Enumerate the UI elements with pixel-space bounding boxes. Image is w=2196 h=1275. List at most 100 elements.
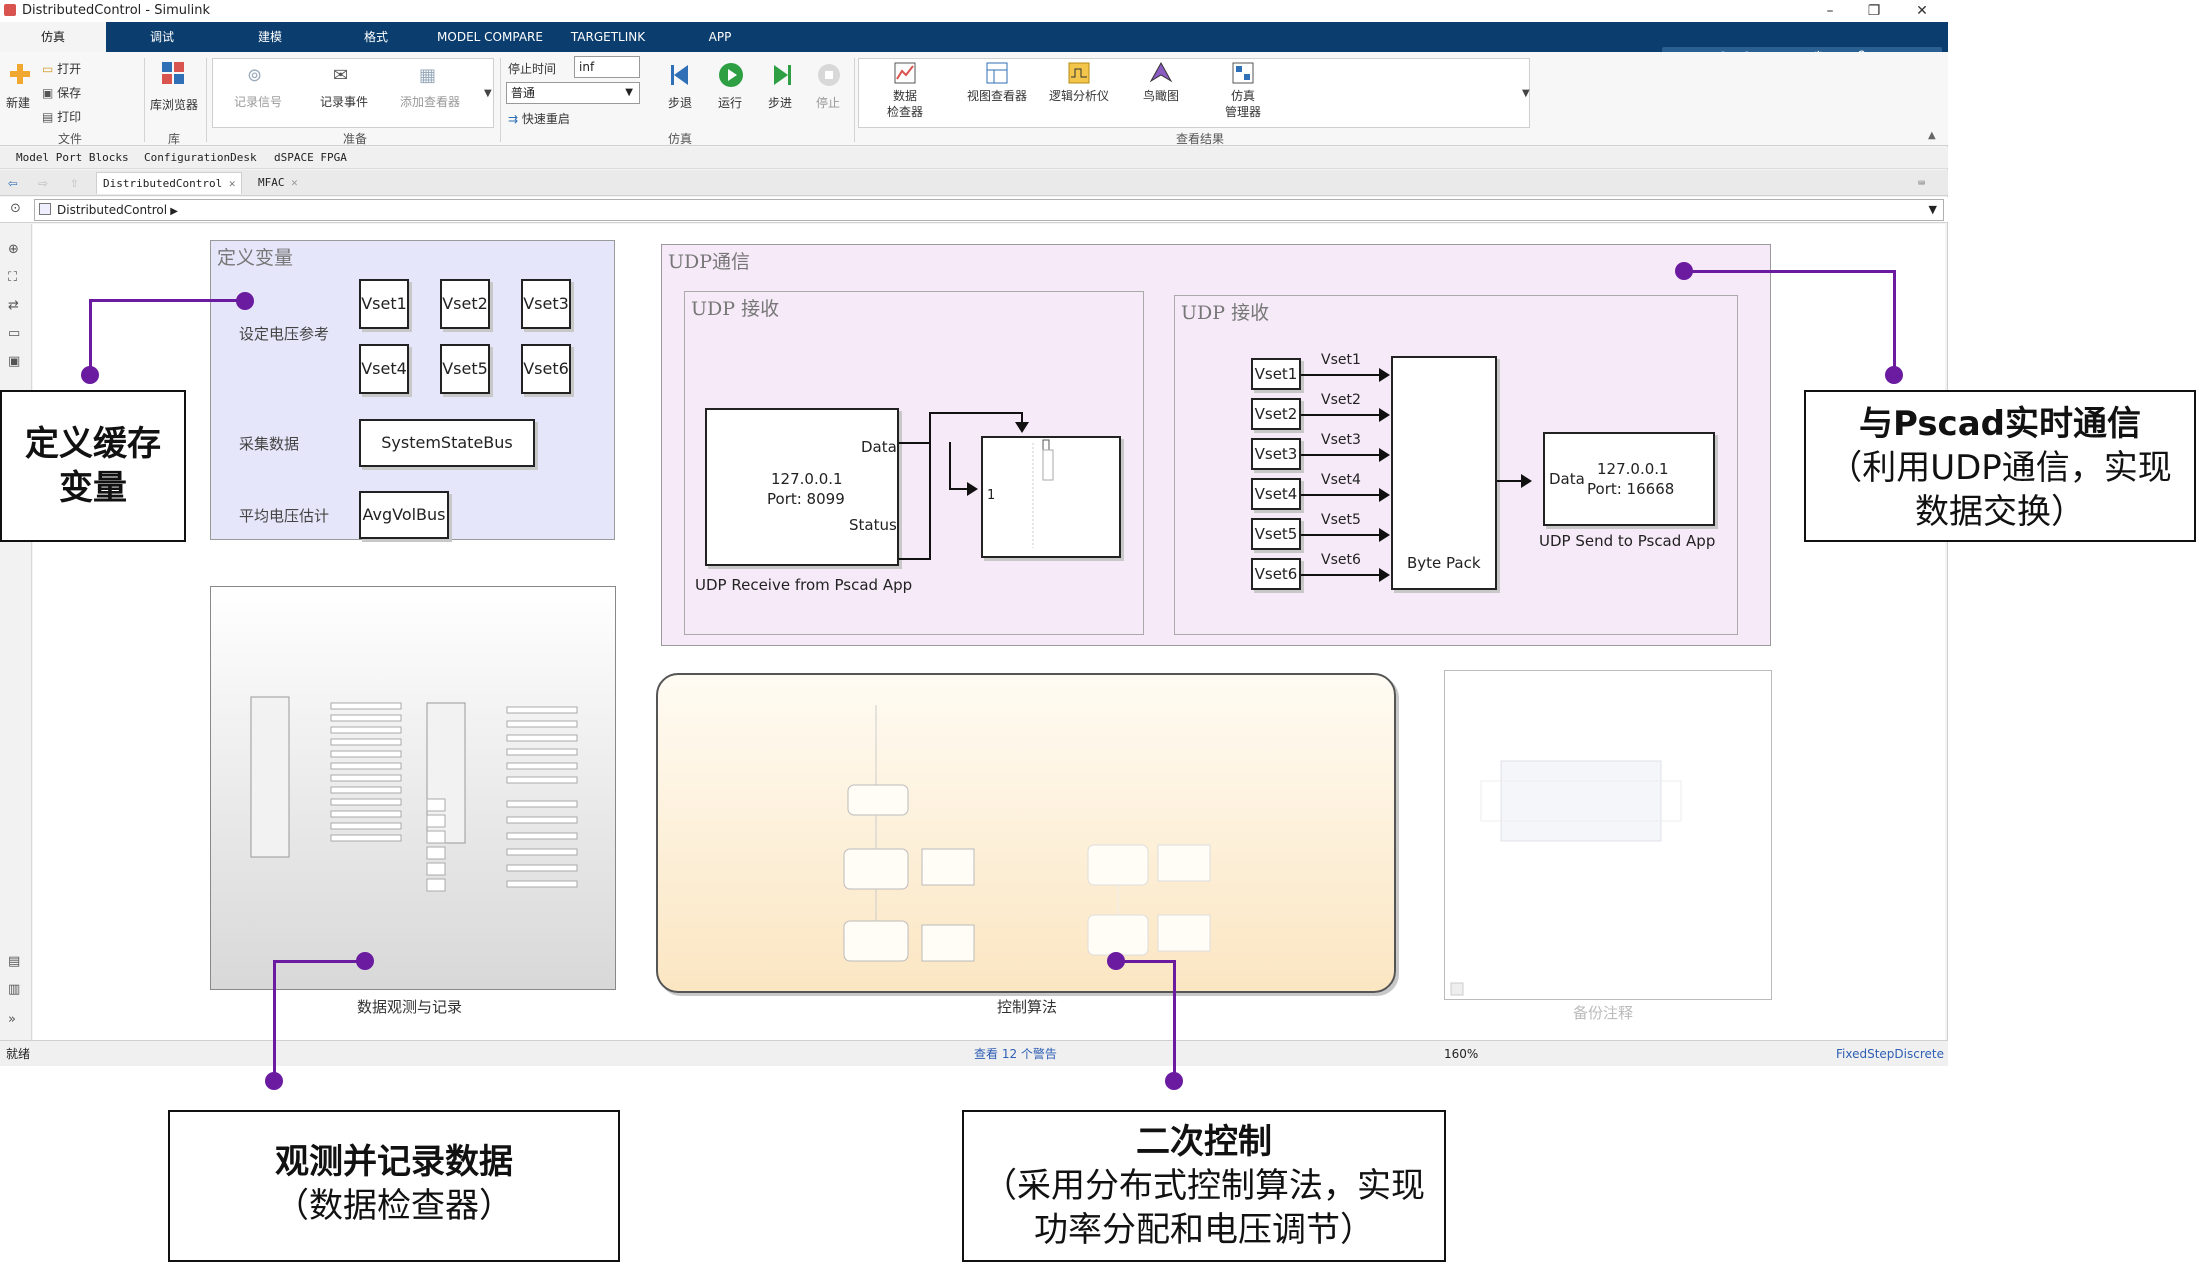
open-button[interactable]: ▭ 打开	[42, 62, 82, 76]
back-arrow-icon[interactable]: ⇦	[8, 173, 18, 192]
block-vset1-const[interactable]: Vset1	[1251, 358, 1301, 390]
property-icon[interactable]: ▥	[8, 982, 21, 997]
area-udp-receive-2[interactable]: UDP 接收 Vset1 Vset2 Vset3 Vset4 Vset5 Vse…	[1174, 295, 1738, 635]
stop-icon[interactable]	[816, 62, 842, 88]
stop-time-input[interactable]: inf	[574, 56, 640, 78]
lib-tab-configurationdesk[interactable]: ConfigurationDesk	[144, 151, 257, 164]
add-viewer-icon[interactable]: ▦	[419, 65, 437, 86]
block-vset6[interactable]: Vset6	[521, 344, 571, 394]
model-canvas[interactable]: 定义变量 设定电压参考 Vset1 Vset2 Vset3 Vset4 Vset…	[33, 224, 1945, 1040]
save-button[interactable]: ▣ 保存	[42, 86, 82, 100]
block-vset4[interactable]: Vset4	[359, 344, 409, 394]
collapse-ribbon-icon[interactable]: ▲	[1928, 130, 1936, 141]
signal-line[interactable]	[1497, 480, 1525, 482]
tab-model-compare[interactable]: MODEL COMPARE	[437, 30, 543, 44]
block-scope[interactable]: 1	[981, 436, 1121, 558]
block-byte-pack[interactable]: Byte Pack	[1391, 356, 1497, 590]
viewer-manager-icon[interactable]	[985, 61, 1009, 85]
warnings-link[interactable]: 查看 12 个警告	[974, 1047, 1057, 1061]
forward-arrow-icon[interactable]: ⇨	[38, 173, 48, 192]
block-vset2[interactable]: Vset2	[440, 279, 490, 329]
zoom-level[interactable]: 160%	[1444, 1047, 1479, 1061]
vset-wire[interactable]	[1301, 454, 1381, 456]
print-button[interactable]: ▤ 打印	[42, 110, 82, 124]
signal-line[interactable]	[929, 412, 1021, 414]
step-forward-icon[interactable]	[768, 62, 794, 88]
sim-manager-icon[interactable]	[1231, 61, 1255, 85]
minimize-button[interactable]: –	[1826, 3, 1834, 19]
area-udp-receive-1[interactable]: UDP 接收 127.0.0.1 Port: 8099 Data Status …	[684, 291, 1144, 635]
restore-button[interactable]: ❐	[1867, 3, 1881, 19]
breadcrumb[interactable]: DistributedControl ▶ ▼	[34, 199, 1944, 221]
zoom-icon[interactable]: ⊕	[8, 242, 19, 257]
signal-line[interactable]	[949, 488, 969, 490]
step-back-icon[interactable]	[668, 62, 694, 88]
fast-restart-button[interactable]: ⇉ 快速重启	[508, 112, 570, 126]
tab-distributedcontrol[interactable]: DistributedControl ✕	[96, 172, 243, 194]
close-tab-icon[interactable]: ✕	[228, 177, 236, 190]
data-inspector-icon[interactable]	[893, 61, 917, 85]
up-arrow-icon[interactable]: ⇧	[70, 175, 79, 191]
tab-debug[interactable]: 调试	[149, 30, 174, 44]
block-vset4-const[interactable]: Vset4	[1251, 478, 1301, 510]
block-vset3-const[interactable]: Vset3	[1251, 438, 1301, 470]
tab-targetlink[interactable]: TARGETLINK	[570, 30, 646, 44]
block-udp-send[interactable]: 127.0.0.1 Port: 16668 Data	[1543, 432, 1715, 526]
image-icon[interactable]: ▣	[8, 354, 21, 369]
library-browser-icon[interactable]	[160, 60, 186, 86]
subsystem-backup-notes[interactable]	[1444, 670, 1772, 1000]
block-vset5-const[interactable]: Vset5	[1251, 518, 1301, 550]
tab-app[interactable]: APP	[708, 30, 732, 44]
tab-modeling[interactable]: 建模	[257, 30, 282, 44]
run-icon[interactable]	[718, 62, 744, 88]
subsystem-control-algorithm[interactable]	[656, 673, 1396, 993]
callout-cache-variables-line1: 定义缓存	[25, 424, 161, 464]
lib-tab-dspace-fpga[interactable]: dSPACE FPGA	[274, 151, 347, 164]
solver-link[interactable]: FixedStepDiscrete	[1836, 1047, 1944, 1061]
new-model-icon[interactable]	[8, 62, 32, 86]
birds-eye-icon[interactable]	[1149, 61, 1173, 85]
hide-browser-icon[interactable]: ⊙	[10, 201, 21, 216]
prepare-expand-icon[interactable]: ▼	[484, 88, 492, 99]
tab-simulation[interactable]: 仿真	[0, 22, 106, 52]
udp-send-port: Port: 16668	[1587, 480, 1675, 498]
chevron-down-icon[interactable]: ▼	[1928, 203, 1937, 216]
annotation-icon[interactable]: ▭	[8, 326, 21, 341]
block-vset6-const[interactable]: Vset6	[1251, 558, 1301, 590]
block-vset1[interactable]: Vset1	[359, 279, 409, 329]
block-vset2-const[interactable]: Vset2	[1251, 398, 1301, 430]
area-udp-communication[interactable]: UDP通信 UDP 接收 127.0.0.1 Port: 8099 Data S…	[661, 244, 1771, 646]
block-vset3[interactable]: Vset3	[521, 279, 571, 329]
vset-wire[interactable]	[1301, 534, 1381, 536]
lib-tab-model-port-blocks[interactable]: Model Port Blocks	[16, 151, 129, 164]
keyboard-icon[interactable]: ⌨	[1918, 176, 1926, 190]
logic-analyzer-icon[interactable]	[1067, 61, 1091, 85]
expand-palette-icon[interactable]: »	[8, 1012, 16, 1027]
vset-wire[interactable]	[1301, 494, 1381, 496]
block-udp-receive[interactable]: 127.0.0.1 Port: 8099 Data Status	[705, 408, 899, 566]
close-tab-icon[interactable]: ✕	[291, 176, 298, 189]
explorer-icon[interactable]: ▤	[8, 954, 21, 969]
area-define-variables[interactable]: 定义变量 设定电压参考 Vset1 Vset2 Vset3 Vset4 Vset…	[210, 240, 615, 540]
review-expand-icon[interactable]: ▼	[1522, 88, 1530, 99]
signal-line[interactable]	[899, 558, 931, 560]
tab-format[interactable]: 格式	[363, 30, 388, 44]
signal-line[interactable]	[949, 442, 951, 488]
tab-mfac[interactable]: MFAC ✕	[258, 176, 298, 189]
record-signal-icon[interactable]: ⊚	[247, 65, 263, 86]
fit-view-icon[interactable]: ⛶	[8, 270, 18, 285]
block-vset5[interactable]: Vset5	[440, 344, 490, 394]
block-avg-vol-bus[interactable]: AvgVolBus	[359, 491, 449, 539]
signal-line[interactable]	[1021, 412, 1023, 426]
block-system-state-bus[interactable]: SystemStateBus	[359, 419, 535, 467]
vset-wire[interactable]	[1301, 414, 1381, 416]
subsystem-data-record[interactable]	[210, 586, 616, 990]
record-event-icon[interactable]: ✉	[333, 65, 349, 86]
arrow-icon[interactable]: ⇄	[8, 298, 19, 313]
sim-mode-select[interactable]: 普通▼	[506, 82, 640, 104]
vset-wire[interactable]	[1301, 374, 1381, 376]
signal-line[interactable]	[899, 442, 929, 444]
close-button[interactable]: ✕	[1916, 3, 1928, 19]
signal-line[interactable]	[929, 412, 931, 560]
vset-wire[interactable]	[1301, 574, 1381, 576]
